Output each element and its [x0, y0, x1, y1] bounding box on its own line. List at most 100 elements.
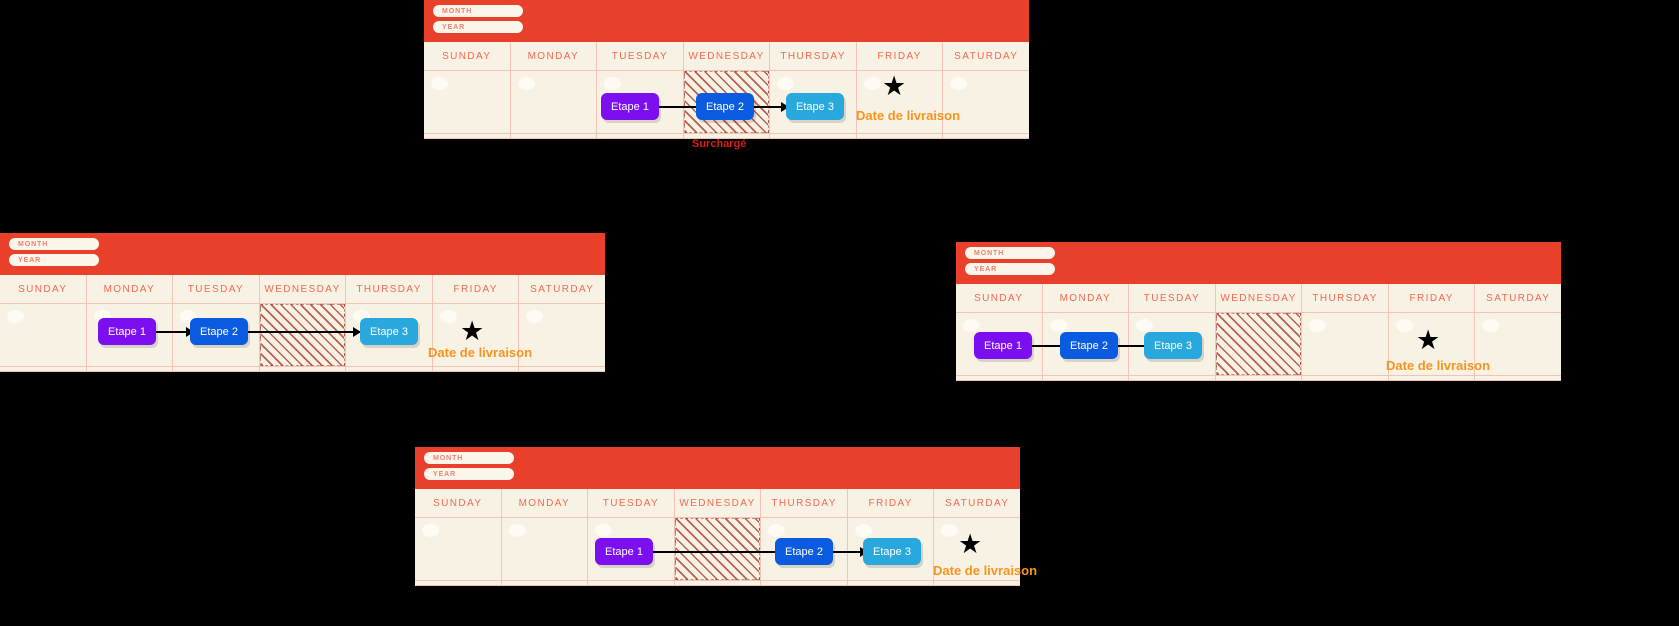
day-cell-thursday[interactable] [1302, 313, 1389, 375]
spacer-cell [415, 581, 502, 585]
overloaded-label: Surchargé [692, 138, 747, 150]
day-cell-tuesday[interactable] [1129, 313, 1216, 375]
day-cell-sunday[interactable] [424, 71, 511, 133]
spacer-cell [1129, 376, 1216, 380]
month-pill[interactable]: MONTH [9, 238, 99, 250]
day-number-dot [595, 524, 613, 537]
step-box-2[interactable]: Etape 2 [775, 538, 833, 565]
delivery-date-label: Date de livraison [933, 563, 1038, 578]
day-header-thursday: THURSDAY [770, 42, 857, 70]
day-cell-friday[interactable] [433, 304, 520, 366]
delivery-date-label: Date de livraison [1386, 358, 1491, 373]
day-cell-thursday[interactable] [761, 518, 848, 580]
day-number-dot [1136, 319, 1154, 332]
day-header-tuesday: TUESDAY [588, 489, 675, 517]
delivery-star-icon: ★ [1416, 325, 1441, 355]
day-cell-tuesday[interactable] [597, 71, 684, 133]
year-pill[interactable]: YEAR [433, 21, 523, 33]
arrow-step2-step3 [833, 547, 868, 557]
day-header-saturday: SATURDAY [945, 497, 1010, 509]
step-box-1[interactable]: Etape 1 [98, 318, 156, 345]
step-box-3[interactable]: Etape 3 [1144, 332, 1202, 359]
blocked-day-hatch [1215, 313, 1302, 375]
day-cell-saturday[interactable] [934, 518, 1020, 580]
step-box-1[interactable]: Etape 1 [974, 332, 1032, 359]
day-header-saturday: SATURDAY [530, 283, 595, 295]
day-header-wednesday: WEDNESDAY [1216, 284, 1303, 312]
day-cell-saturday[interactable] [943, 71, 1029, 133]
day-cell-wednesday-blocked[interactable] [674, 518, 762, 580]
day-header-friday: FRIDAY [433, 275, 520, 303]
calendar-bottom: MONTH YEAR SUNDAY MONDAY TUESDAY WEDNESD… [415, 447, 1037, 586]
arrow-step2-step3 [245, 327, 361, 337]
spacer-cell [588, 581, 675, 585]
calendar-right: MONTH YEAR SUNDAY MONDAY TUESDAY WEDNESD… [956, 242, 1561, 381]
day-header-row-left: SUNDAY MONDAY TUESDAY WEDNESDAY THURSDAY… [0, 275, 605, 304]
week-row-bottom-2 [415, 581, 1020, 586]
day-cell-wednesday-blocked[interactable] [259, 304, 347, 366]
year-pill[interactable]: YEAR [424, 468, 514, 480]
calendar-top: MONTH YEAR SUNDAY MONDAY TUESDAY WEDNESD… [424, 0, 1029, 150]
delivery-star-icon: ★ [882, 71, 907, 101]
day-number-dot [526, 310, 544, 323]
day-cell-saturday[interactable] [519, 304, 605, 366]
step-box-3[interactable]: Etape 3 [360, 318, 418, 345]
calendar-header-left: MONTH YEAR [0, 233, 605, 275]
delivery-star-icon: ★ [958, 529, 983, 559]
step-box-3[interactable]: Etape 3 [863, 538, 921, 565]
day-cell-monday[interactable] [1043, 313, 1130, 375]
step-box-1[interactable]: Etape 1 [595, 538, 653, 565]
day-header-thursday: THURSDAY [346, 275, 433, 303]
day-number-dot [1395, 319, 1413, 332]
day-number-dot [604, 77, 622, 90]
spacer-cell [684, 134, 771, 138]
day-cell-thursday[interactable] [770, 71, 857, 133]
calendar-header-bottom: MONTH YEAR [415, 447, 1020, 489]
year-pill[interactable]: YEAR [965, 263, 1055, 275]
day-number-dot [950, 77, 968, 90]
step-box-2[interactable]: Etape 2 [190, 318, 248, 345]
day-header-monday: MONDAY [511, 42, 598, 70]
day-number-dot [431, 77, 448, 90]
step-box-2[interactable]: Etape 2 [696, 93, 754, 120]
spacer-cell [502, 581, 589, 585]
day-header-friday: FRIDAY [848, 489, 935, 517]
step-box-1[interactable]: Etape 1 [601, 93, 659, 120]
day-cell-monday[interactable] [502, 518, 589, 580]
day-number-dot [1309, 319, 1327, 332]
day-header-saturday: SATURDAY [954, 50, 1019, 62]
day-cell-friday[interactable] [848, 518, 935, 580]
month-pill[interactable]: MONTH [965, 247, 1055, 259]
day-cell-sunday[interactable] [415, 518, 502, 580]
spacer-cell [424, 134, 511, 138]
calendar-left: MONTH YEAR SUNDAY MONDAY TUESDAY WEDNESD… [0, 233, 605, 372]
week-row-right [956, 313, 1561, 376]
year-pill[interactable]: YEAR [9, 254, 99, 266]
month-pill[interactable]: MONTH [433, 5, 523, 17]
day-cell-sunday[interactable] [956, 313, 1043, 375]
day-cell-monday[interactable] [511, 71, 598, 133]
day-header-tuesday: TUESDAY [597, 42, 684, 70]
day-header-tuesday: TUESDAY [173, 275, 260, 303]
day-header-thursday: THURSDAY [1302, 284, 1389, 312]
day-header-sunday: SUNDAY [415, 489, 502, 517]
step-box-2[interactable]: Etape 2 [1060, 332, 1118, 359]
delivery-date-label: Date de livraison [428, 345, 533, 360]
day-header-row-top: SUNDAY MONDAY TUESDAY WEDNESDAY THURSDAY… [424, 42, 1029, 71]
step-box-3[interactable]: Etape 3 [786, 93, 844, 120]
day-number-dot [439, 310, 457, 323]
day-cell-tuesday[interactable] [588, 518, 675, 580]
spacer-cell [346, 367, 433, 371]
day-cell-friday[interactable] [1389, 313, 1476, 375]
blocked-day-hatch [674, 518, 761, 580]
day-number-dot [517, 77, 535, 90]
day-cell-wednesday-blocked[interactable] [1215, 313, 1303, 375]
delivery-date-label: Date de livraison [856, 108, 961, 123]
day-number-dot [863, 77, 881, 90]
day-header-sunday: SUNDAY [424, 42, 511, 70]
month-pill[interactable]: MONTH [424, 452, 514, 464]
week-row-right-2 [956, 376, 1561, 381]
day-cell-saturday[interactable] [1475, 313, 1561, 375]
day-cell-sunday[interactable] [0, 304, 87, 366]
day-cell-friday[interactable] [857, 71, 944, 133]
